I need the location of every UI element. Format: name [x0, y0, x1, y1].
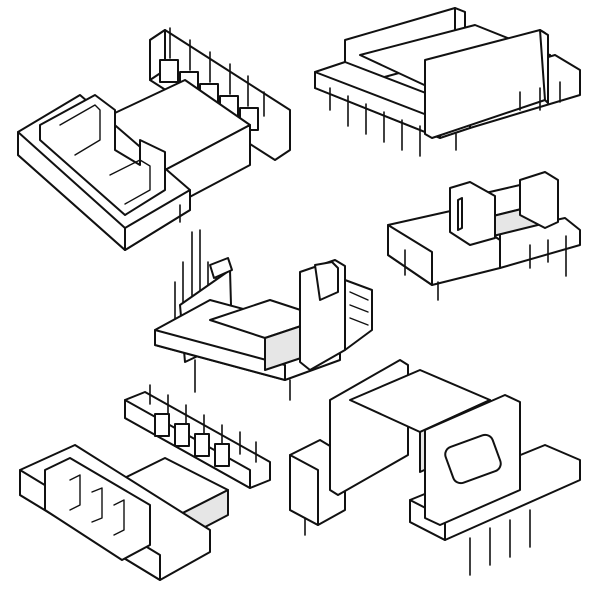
bobbin-bottom-left [19, 384, 271, 581]
front-flange [449, 181, 496, 246]
bobbin-top-right [314, 7, 581, 157]
base-plate-side [124, 189, 191, 251]
back-flange [519, 171, 559, 229]
right-flange-side [344, 279, 373, 351]
base-rail-front [314, 71, 441, 139]
bobbin-middle-right [387, 171, 581, 301]
bobbin-bottom-right [289, 359, 581, 576]
front-wall [44, 457, 151, 561]
pin-group [404, 235, 567, 301]
bobbin-top-left [17, 27, 291, 251]
pin-group [304, 509, 531, 576]
flange-window [444, 433, 502, 485]
pin-block-front [289, 454, 319, 526]
front-flange-side [539, 29, 549, 104]
base-plate-front [154, 329, 286, 381]
bobbin-center [154, 229, 373, 401]
pin-group [149, 384, 257, 467]
base-block-front [387, 224, 433, 286]
pin-group [329, 81, 561, 157]
